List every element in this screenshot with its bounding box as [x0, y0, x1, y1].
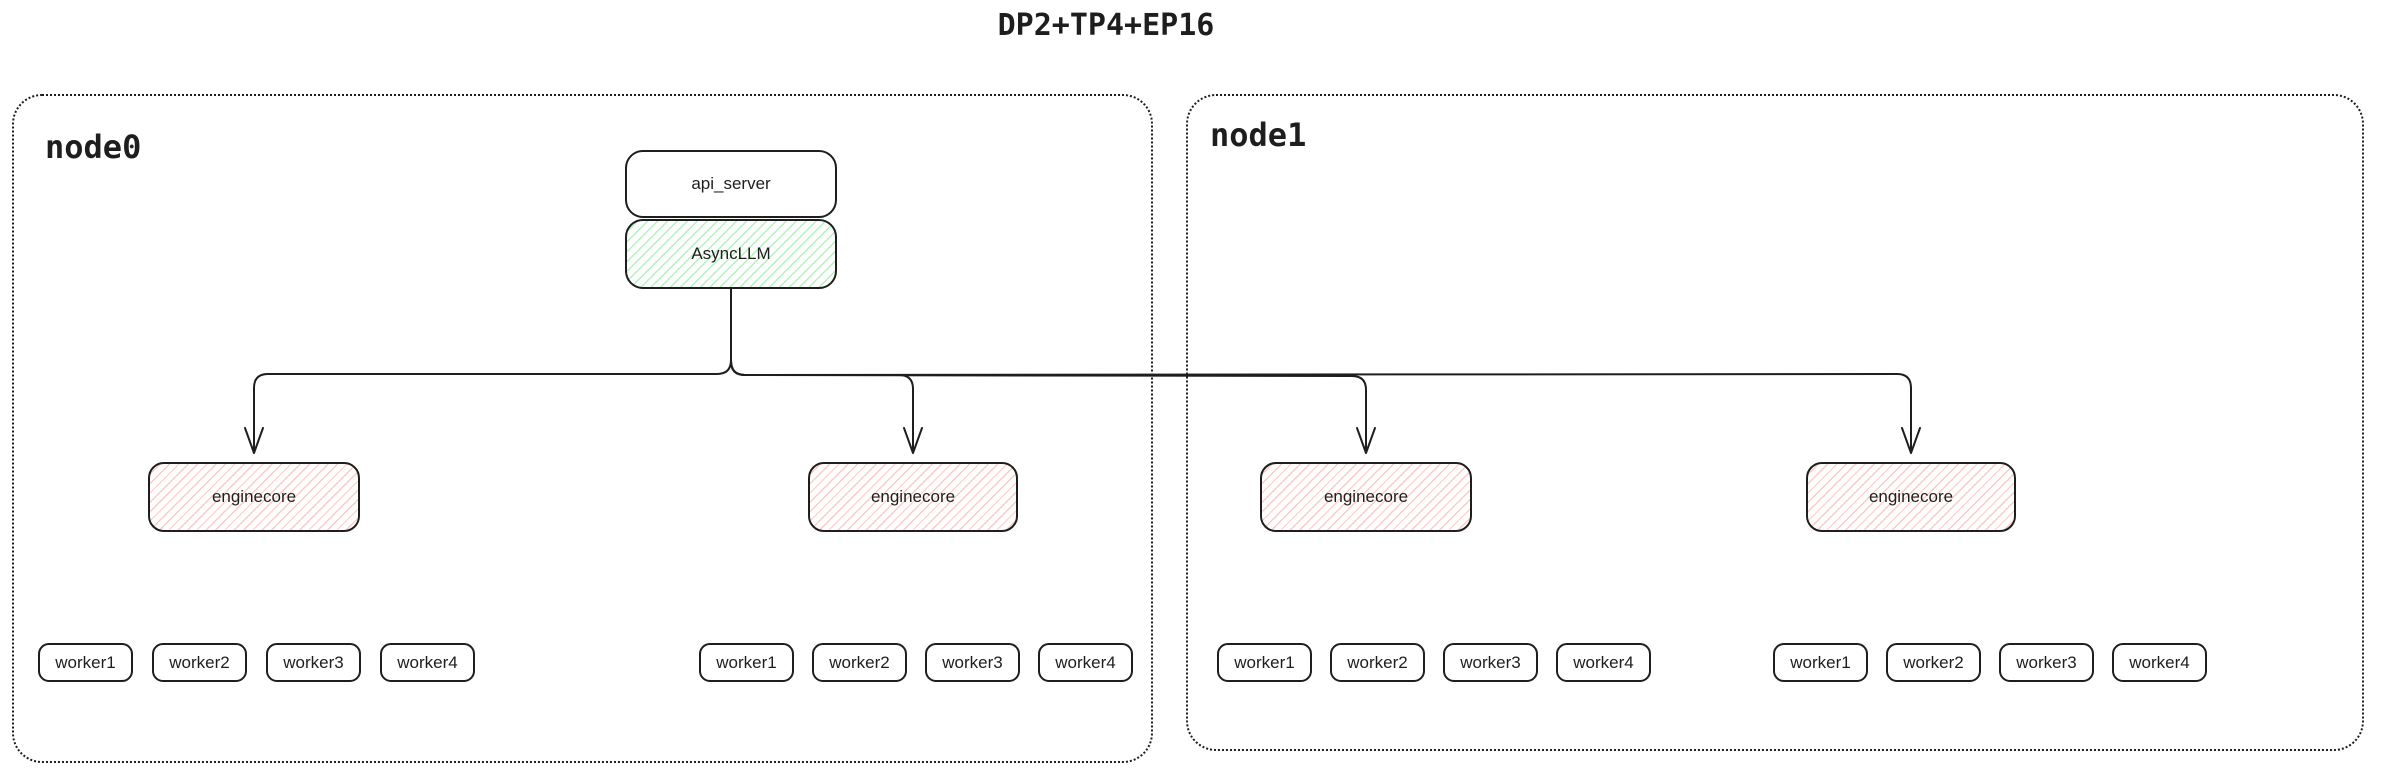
- worker-box: worker1: [699, 643, 794, 682]
- enginecore-box-4: enginecore: [1806, 462, 2016, 532]
- node1-label: node1: [1210, 116, 1307, 154]
- worker-box: worker1: [1773, 643, 1868, 682]
- worker-label: worker4: [1055, 652, 1116, 672]
- worker-label: worker4: [1573, 652, 1634, 672]
- worker-label: worker1: [716, 652, 777, 672]
- worker-box: worker3: [266, 643, 361, 682]
- worker-label: worker3: [283, 652, 344, 672]
- worker-label: worker3: [1460, 652, 1521, 672]
- worker-label: worker1: [1790, 652, 1851, 672]
- worker-label: worker1: [55, 652, 116, 672]
- asyncllm-box: AsyncLLM: [625, 219, 837, 289]
- worker-box: worker3: [1999, 643, 2094, 682]
- worker-box: worker4: [380, 643, 475, 682]
- enginecore-label: enginecore: [870, 487, 956, 506]
- worker-label: worker2: [829, 652, 890, 672]
- asyncllm-label: AsyncLLM: [691, 244, 771, 263]
- api-server-label: api_server: [691, 174, 771, 193]
- worker-label: worker3: [2016, 652, 2077, 672]
- worker-box: worker4: [1556, 643, 1651, 682]
- node0-label: node0: [45, 128, 142, 166]
- enginecore-label: enginecore: [211, 487, 297, 506]
- worker-box: worker4: [2112, 643, 2207, 682]
- worker-box: worker3: [1443, 643, 1538, 682]
- diagram-title: DP2+TP4+EP16: [997, 8, 1215, 43]
- enginecore-label: enginecore: [1323, 487, 1409, 506]
- worker-box: worker1: [1217, 643, 1312, 682]
- worker-label: worker3: [942, 652, 1003, 672]
- worker-label: worker2: [1347, 652, 1408, 672]
- enginecore-label: enginecore: [1868, 487, 1954, 506]
- worker-label: worker4: [397, 652, 458, 672]
- worker-box: worker2: [812, 643, 907, 682]
- worker-label: worker1: [1234, 652, 1295, 672]
- worker-label: worker2: [169, 652, 230, 672]
- worker-box: worker4: [1038, 643, 1133, 682]
- worker-box: worker2: [1886, 643, 1981, 682]
- worker-box: worker2: [1330, 643, 1425, 682]
- worker-label: worker2: [1903, 652, 1964, 672]
- worker-box: worker1: [38, 643, 133, 682]
- enginecore-box-1: enginecore: [148, 462, 360, 532]
- worker-box: worker3: [925, 643, 1020, 682]
- worker-box: worker2: [152, 643, 247, 682]
- enginecore-box-2: enginecore: [808, 462, 1018, 532]
- api-server-box: api_server: [625, 150, 837, 218]
- enginecore-box-3: enginecore: [1260, 462, 1472, 532]
- worker-label: worker4: [2129, 652, 2190, 672]
